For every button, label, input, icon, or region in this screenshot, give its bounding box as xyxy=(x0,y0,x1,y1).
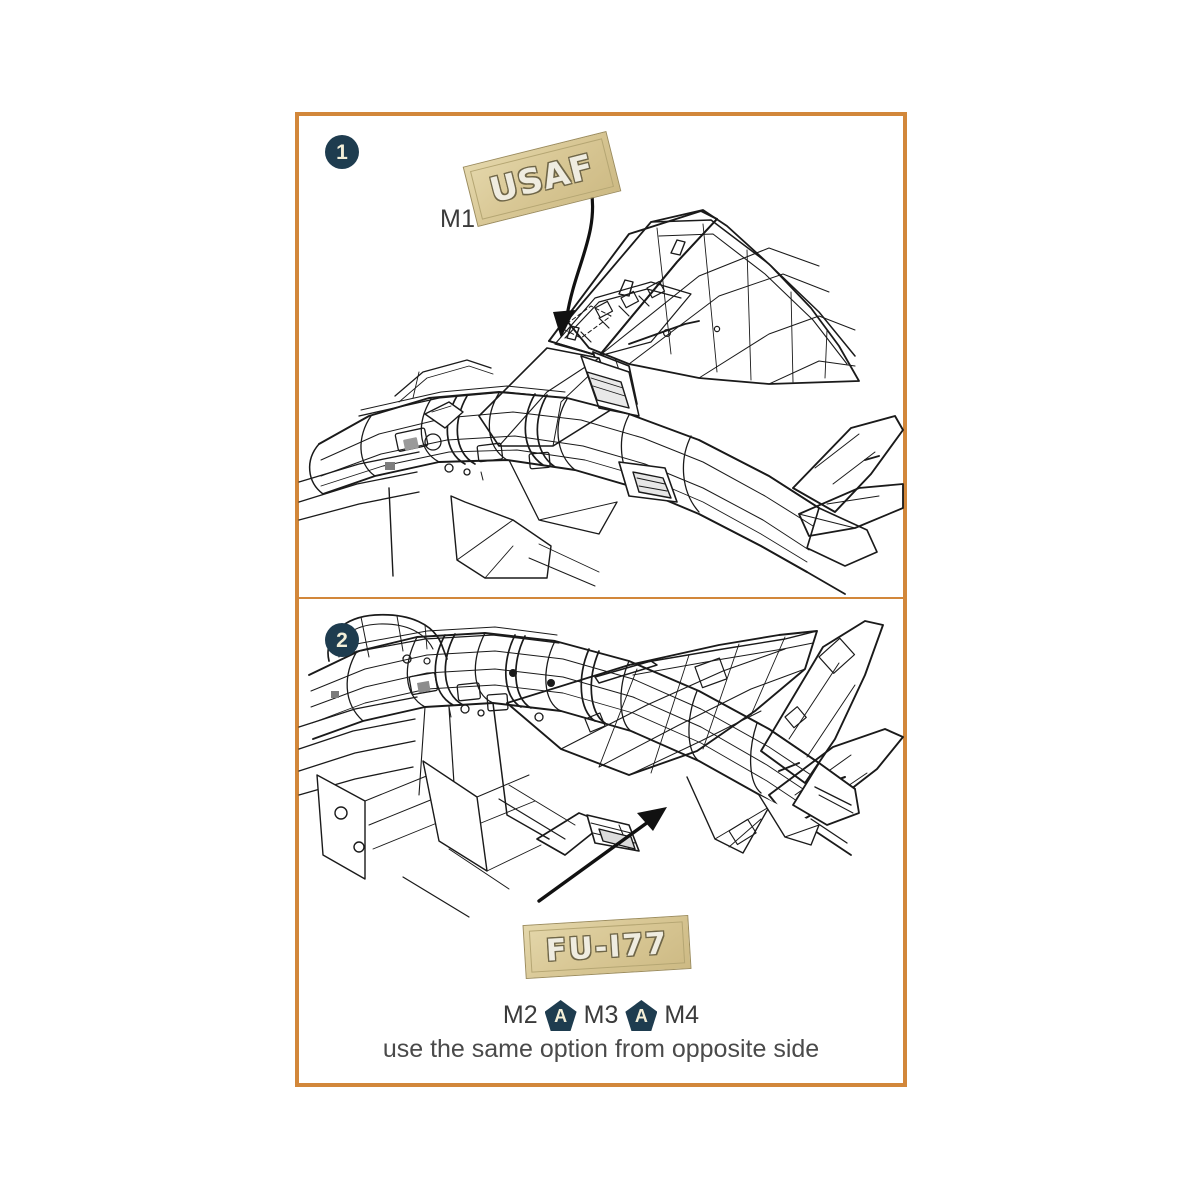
step-panel-2 xyxy=(295,597,907,1087)
option-label-m2: M2 xyxy=(502,1001,538,1029)
option-badge-row: M2 A M3 A M4 xyxy=(295,1000,907,1031)
step-number-badge-2: 2 xyxy=(325,623,359,657)
decal-fu-i77-text: FU-I77 xyxy=(544,925,670,969)
part-label-m1: M1 xyxy=(440,205,476,233)
instruction-caption: use the same option from opposite side xyxy=(382,1035,820,1063)
aircraft-line-art-step-1 xyxy=(298,186,904,595)
step-number-badge-1: 1 xyxy=(325,135,359,169)
option-badge-a-2-text: A xyxy=(634,1005,648,1026)
decal-fu-i77-border: FU-I77 xyxy=(528,921,686,973)
option-badge-a-1: A xyxy=(544,1000,577,1031)
decal-fu-i77: FU-I77 xyxy=(522,914,692,980)
step-number-2: 2 xyxy=(336,628,348,652)
aircraft-line-art-step-2 xyxy=(298,613,904,918)
option-badge-a-2: A xyxy=(625,1000,658,1031)
step-number-1: 1 xyxy=(336,140,348,164)
option-label-m3: M3 xyxy=(583,1001,619,1029)
option-label-m4: M4 xyxy=(664,1001,700,1029)
option-badge-a-1-text: A xyxy=(554,1005,568,1026)
